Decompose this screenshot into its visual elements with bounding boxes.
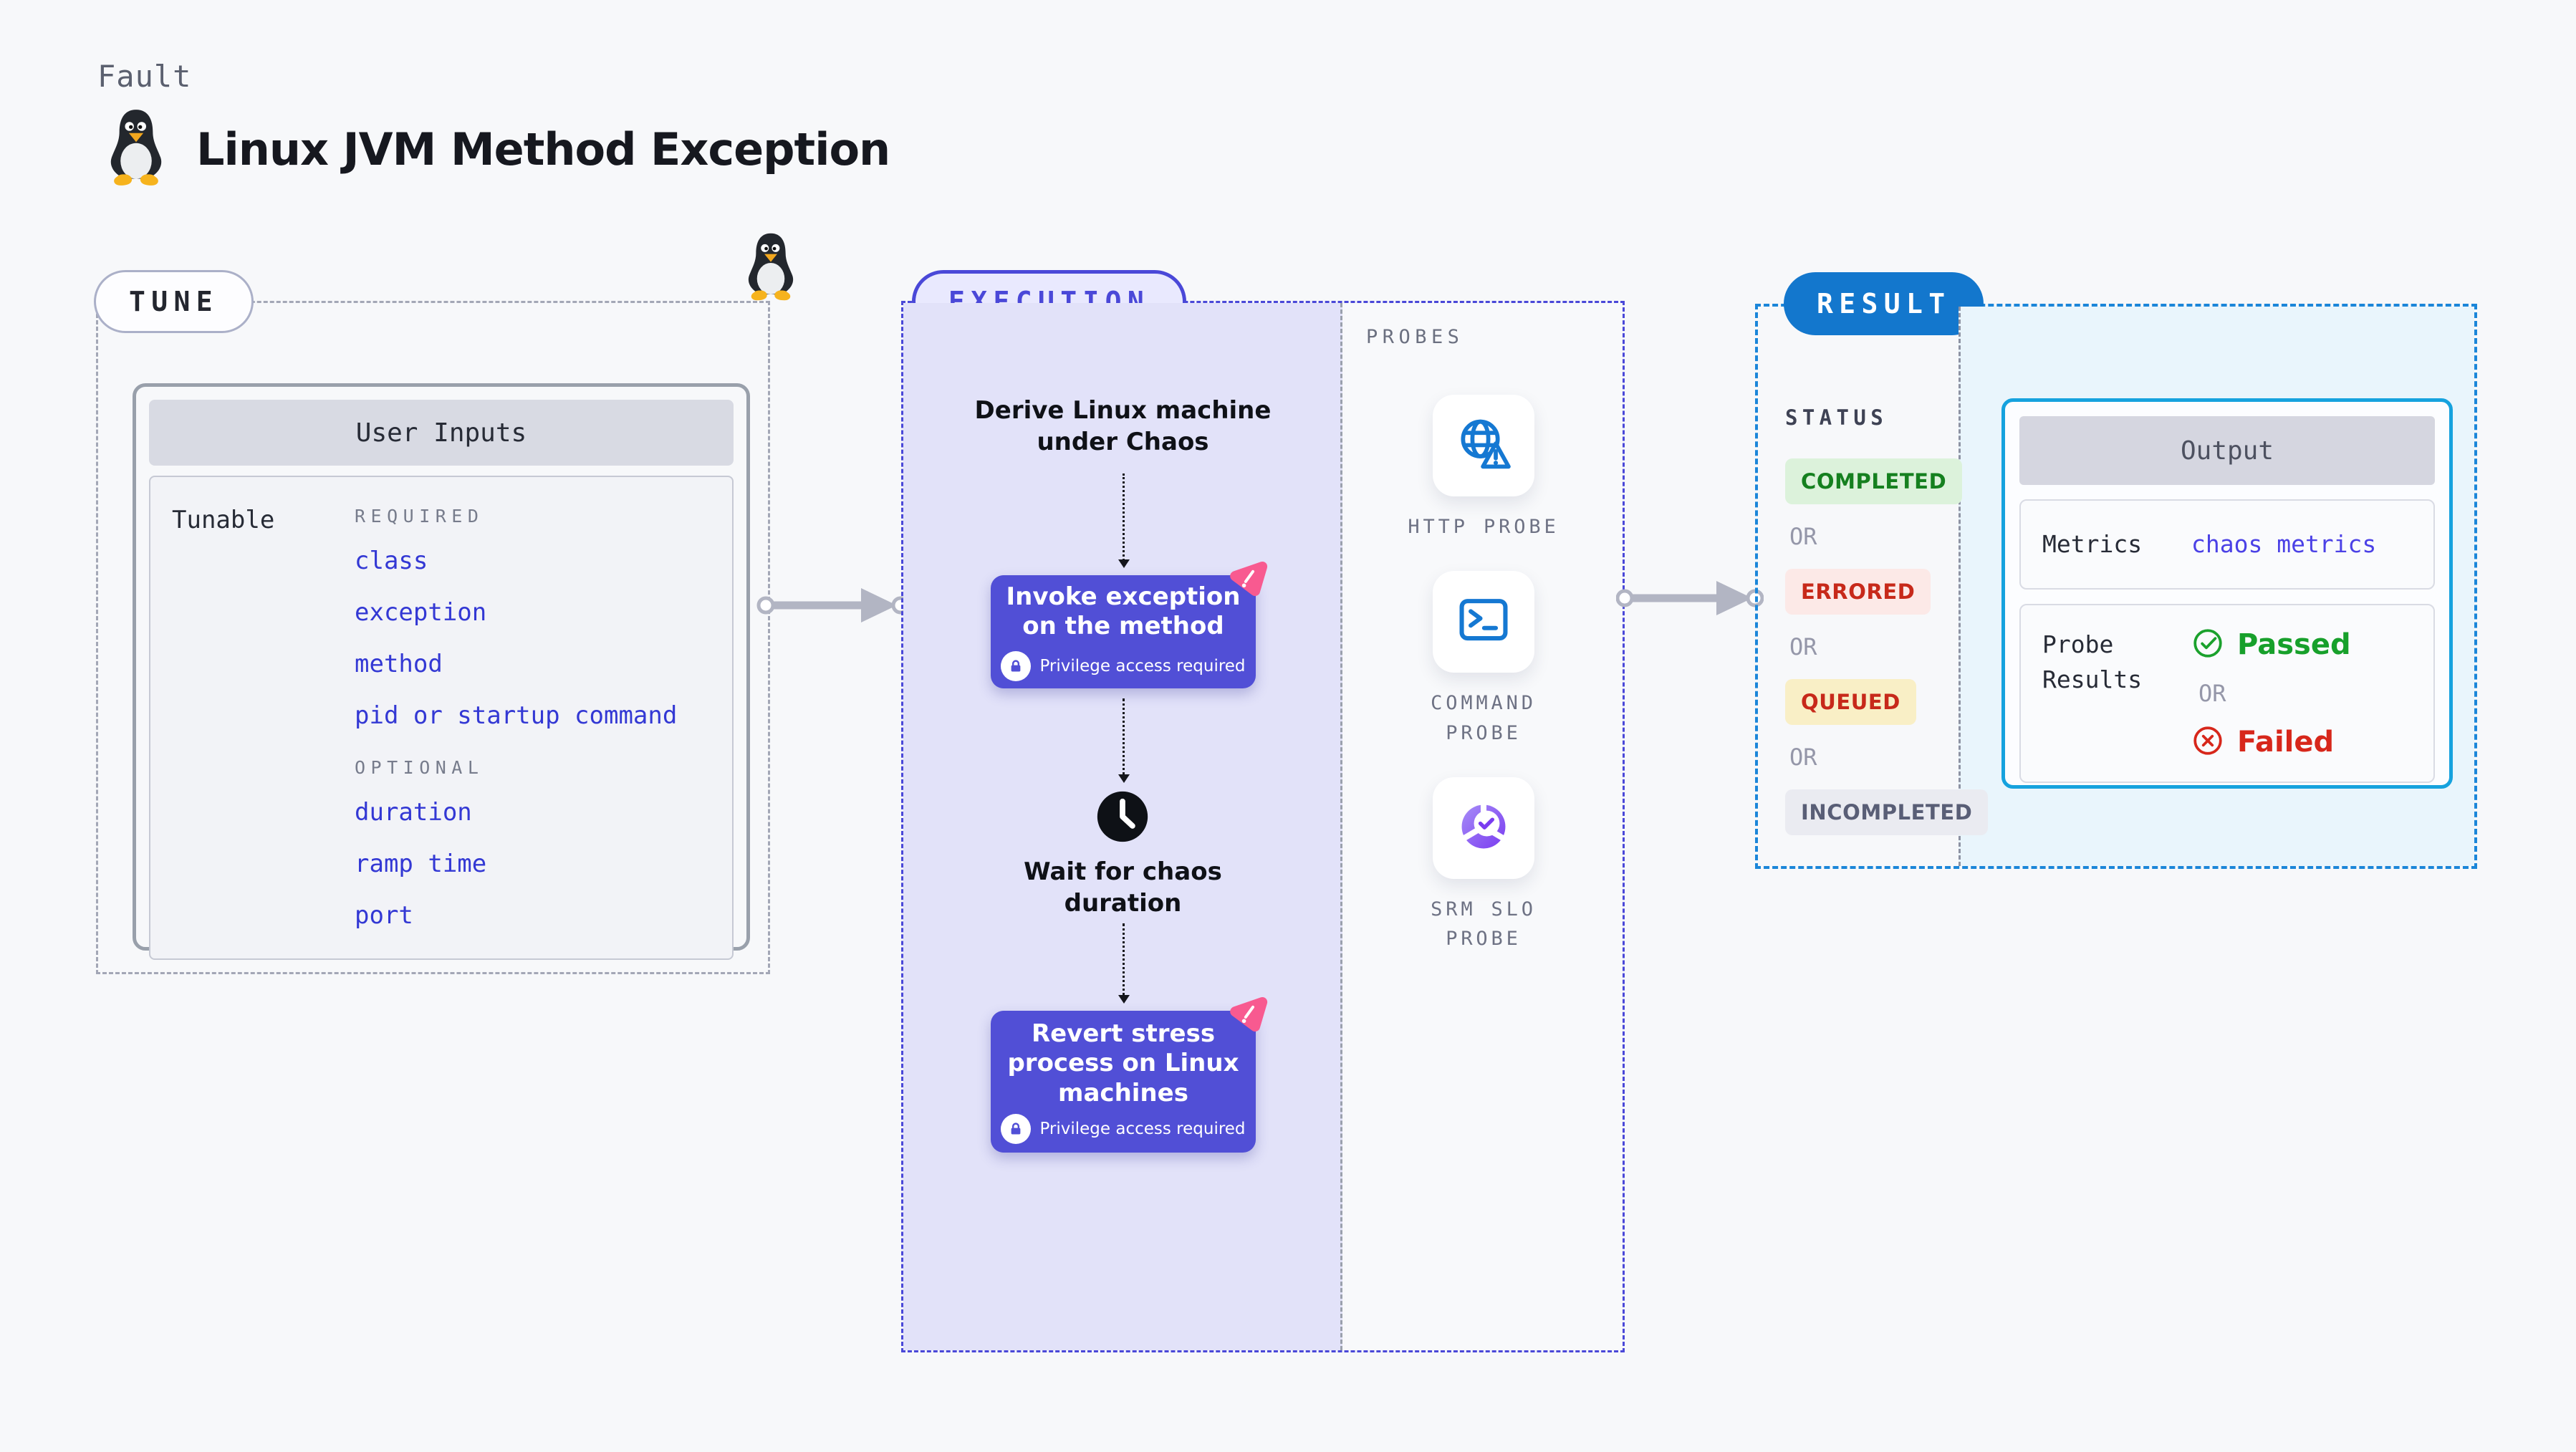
revert-step-title: Revert stress process on Linux machines [1007, 1019, 1239, 1107]
required-label: REQUIRED [355, 506, 484, 527]
slo-donut-check-icon [1453, 796, 1514, 860]
flow-arrow-icon [756, 582, 910, 631]
probe-label: SRM SLO PROBE [1431, 898, 1537, 951]
linux-penguin-icon [100, 107, 172, 191]
status-badge-queued: QUEUED [1785, 679, 1916, 725]
status-badge-incompleted: INCOMPLETED [1785, 789, 1989, 835]
execution-section: EXECUTION Derive Linux machine under Cha… [901, 270, 1625, 1352]
probes-label: PROBES [1366, 326, 1464, 348]
down-arrow-connector [1118, 923, 1130, 1004]
privilege-note: Privilege access required [1039, 1120, 1246, 1139]
fault-kicker: Fault [97, 59, 192, 94]
globe-alert-icon [1453, 413, 1514, 478]
probe-label: COMMAND PROBE [1431, 691, 1537, 744]
passed-label: Passed [2237, 628, 2351, 661]
user-inputs-list: Tunable REQUIRED class exception method … [149, 476, 734, 960]
linux-penguin-icon [739, 231, 802, 305]
x-circle-icon [2191, 724, 2224, 760]
page-title: Linux JVM Method Exception [196, 122, 890, 176]
page-header: Linux JVM Method Exception [100, 107, 890, 191]
tunable-item: method [355, 650, 443, 678]
user-inputs-title: User Inputs [149, 400, 734, 466]
result-badge: RESULT [1784, 272, 1984, 335]
check-circle-icon [2191, 627, 2224, 663]
tunable-item: duration [355, 798, 472, 827]
http-probe-tile [1433, 395, 1534, 496]
privilege-note: Privilege access required [1039, 657, 1246, 676]
probe-results-row: Probe Results Passed OR [2019, 603, 2435, 783]
chaos-pinwheel-icon [1226, 992, 1270, 1039]
status-badge-completed: COMPLETED [1785, 458, 1963, 504]
terminal-icon [1453, 590, 1514, 654]
tunable-item: class [355, 547, 428, 575]
failed-label: Failed [2237, 725, 2335, 759]
wait-step-label: Wait for chaos duration [1024, 857, 1222, 918]
execution-flow-pane: Derive Linux machine under Chaos Invoke … [903, 303, 1342, 1350]
probe-label: HTTP PROBE [1408, 516, 1559, 538]
invoke-exception-step: Invoke exception on the method Privilege… [991, 561, 1268, 688]
flow-arrow-icon [1615, 575, 1764, 624]
metrics-label: Metrics [2042, 530, 2143, 558]
srm-slo-probe-tile [1433, 777, 1534, 879]
or-label: OR [1789, 633, 1817, 660]
output-title: Output [2019, 416, 2435, 485]
metrics-value: chaos metrics [2191, 530, 2377, 559]
output-panel: Output Metrics chaos metrics Probe Resul… [2001, 398, 2453, 789]
revert-stress-step: Revert stress process on Linux machines … [991, 996, 1268, 1153]
status-column: STATUS COMPLETED OR ERRORED OR QUEUED OR… [1785, 405, 1989, 854]
or-label: OR [2198, 679, 2226, 707]
or-label: OR [1789, 744, 1817, 771]
or-label: OR [1789, 523, 1817, 550]
result-section: RESULT STATUS COMPLETED OR ERRORED OR QU… [1755, 272, 2477, 869]
lock-icon [1001, 651, 1032, 682]
status-badge-errored: ERRORED [1785, 569, 1931, 615]
invoke-step-title: Invoke exception on the method [1006, 582, 1241, 640]
tunable-item: port [355, 901, 413, 930]
command-probe-tile [1433, 570, 1534, 673]
tunable-label: Tunable [172, 506, 275, 534]
user-inputs-panel: User Inputs Tunable REQUIRED class excep… [133, 383, 750, 960]
down-arrow-connector [1118, 473, 1130, 568]
down-arrow-connector [1118, 698, 1130, 783]
metrics-row: Metrics chaos metrics [2019, 499, 2435, 590]
chaos-pinwheel-icon [1226, 557, 1270, 604]
status-label: STATUS [1785, 405, 1888, 430]
tunable-item: pid or startup command [355, 701, 678, 730]
probe-results-label: Probe Results [2042, 630, 2143, 694]
lock-icon [1001, 1114, 1032, 1145]
tunable-item: exception [355, 598, 487, 627]
probes-pane: PROBES [1345, 303, 1623, 1350]
probe-passed-item: Passed [2191, 627, 2351, 663]
probe-failed-item: Failed [2191, 724, 2351, 760]
tune-section: TUNE User Inputs Tunable REQUIRED class … [94, 233, 794, 974]
optional-label: OPTIONAL [355, 757, 484, 778]
tune-badge: TUNE [94, 270, 254, 333]
derive-step-label: Derive Linux machine under Chaos [974, 396, 1272, 457]
clock-icon [1096, 790, 1149, 846]
tunable-item: ramp time [355, 850, 487, 878]
